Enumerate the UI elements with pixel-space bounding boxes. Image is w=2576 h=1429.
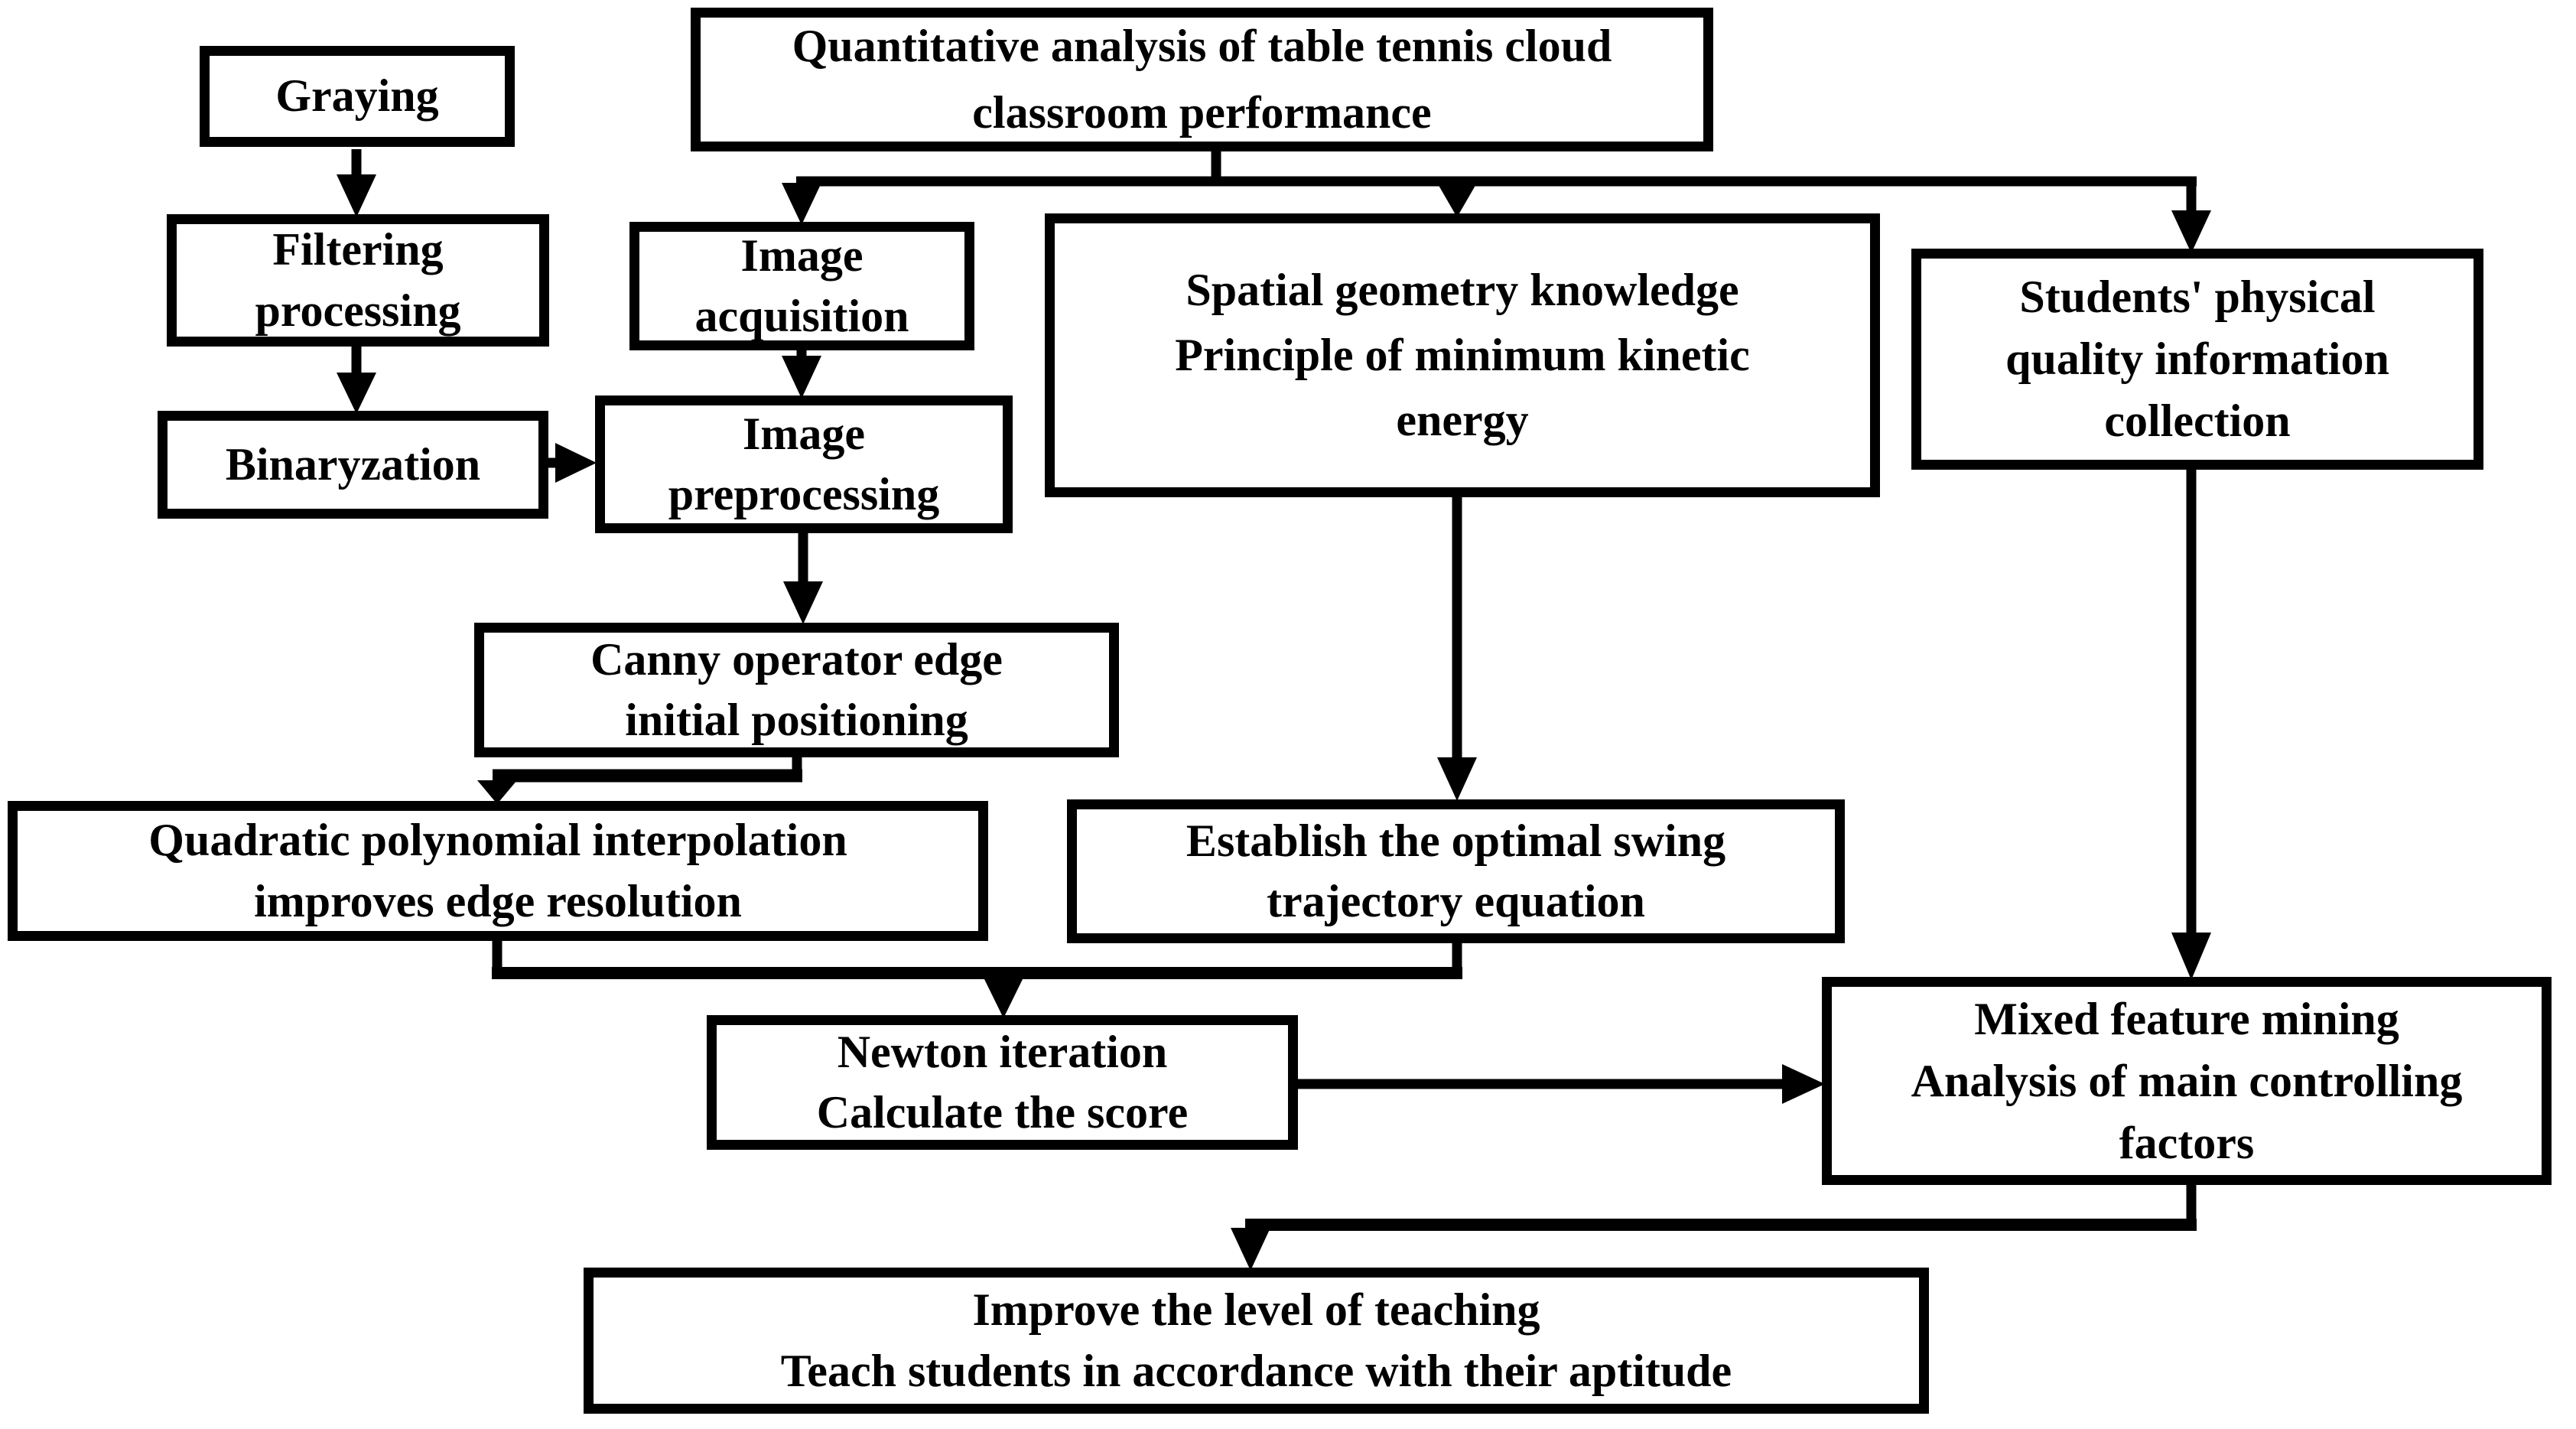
connector-title-branch [782, 149, 2211, 253]
connector-newton-to-mixed [1296, 1064, 1825, 1104]
node-image-acquisition: Image acquisition [629, 222, 974, 350]
node-improve-teaching: Improve the level of teaching Teach stud… [584, 1268, 1929, 1414]
node-title: Quantitative analysis of table tennis cl… [691, 8, 1713, 151]
connector-binaryzation-to-image-preprocessing [548, 443, 597, 483]
connector-image-preprocessing-to-canny [783, 533, 823, 624]
node-graying: Graying [200, 46, 515, 147]
connector-canny-to-quadratic [477, 757, 802, 804]
node-quadratic-interpolation: Quadratic polynomial interpolation impro… [8, 801, 988, 941]
connector-merge-to-newton [492, 941, 1462, 1018]
node-filtering-processing: Filtering processing [167, 214, 549, 347]
node-establish-trajectory: Establish the optimal swing trajectory e… [1067, 799, 1845, 943]
node-newton-iteration: Newton iteration Calculate the score [707, 1015, 1298, 1150]
node-spatial-geometry: Spatial geometry knowledge Principle of … [1045, 213, 1880, 497]
connector-students-to-mixed [2171, 470, 2211, 980]
connector-image-acquisition-to-preprocessing [782, 350, 821, 399]
node-image-preprocessing: Image preprocessing [595, 395, 1013, 533]
connector-filtering-to-binaryzation [337, 347, 376, 414]
node-canny-edge: Canny operator edge initial positioning [474, 623, 1119, 757]
node-mixed-feature-mining: Mixed feature mining Analysis of main co… [1822, 977, 2552, 1185]
node-students-physical: Students' physical quality information c… [1911, 249, 2483, 470]
connector-spatial-to-establish [1437, 497, 1477, 801]
connector-mixed-to-improve [1231, 1185, 2197, 1271]
connector-graying-to-filtering [337, 149, 376, 217]
node-binaryzation: Binaryzation [158, 411, 548, 519]
